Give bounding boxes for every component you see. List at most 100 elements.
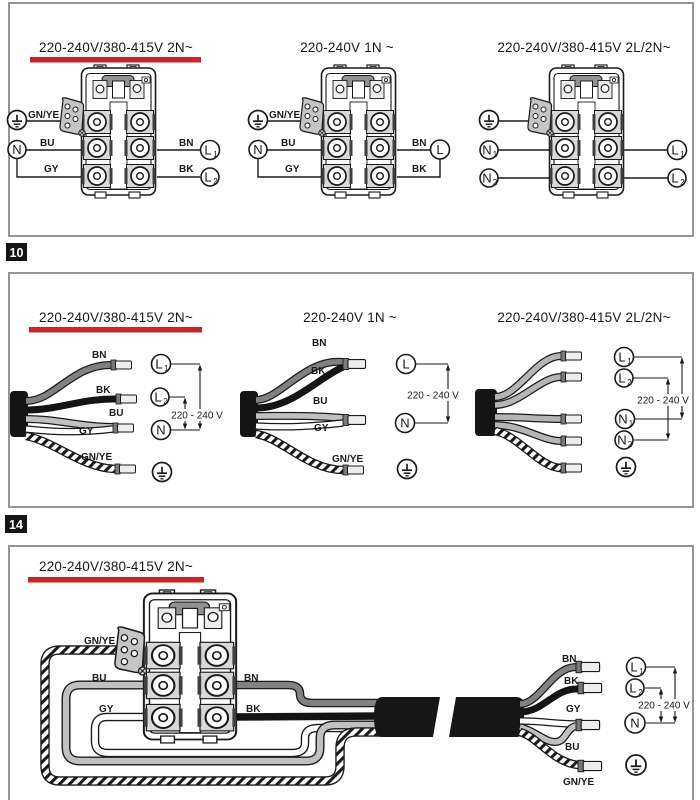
terminal-l1: L	[630, 660, 637, 675]
cable-wires	[255, 357, 345, 475]
fan-label-gy: GY	[566, 704, 581, 715]
svg-text:1: 1	[493, 150, 498, 159]
earth-terminal	[615, 456, 637, 478]
cable-wires	[493, 352, 562, 473]
red-underline	[28, 577, 204, 583]
terminal-l1: L	[155, 357, 162, 372]
cable-sheath	[10, 391, 28, 437]
earth-terminal	[625, 754, 647, 776]
wire-label-bn: BN	[244, 673, 258, 684]
voltage-range-label: 220 - 240 V	[638, 701, 690, 712]
terminal-l1: L	[671, 143, 678, 158]
wire-label-gy: GY	[79, 426, 94, 437]
diagram-title: 220-240V 1N ~	[300, 40, 394, 55]
earth-terminal	[396, 458, 418, 480]
terminal-n2: N	[482, 171, 491, 186]
voltage-range-label: 220 - 240 V	[637, 396, 689, 407]
wire-label-bn: BN	[312, 338, 326, 349]
wire-label-gnye: GN/YE	[84, 636, 115, 647]
svg-text:2: 2	[638, 688, 643, 697]
looped-wires	[40, 645, 384, 786]
terminal-l1: L	[204, 143, 211, 158]
fan-label-gnye: GN/YE	[563, 777, 594, 788]
wire-label-bu: BU	[92, 673, 106, 684]
wire-label-bu: BU	[40, 138, 54, 149]
figure-badge-10: 10	[6, 243, 27, 261]
terminal-l2: L	[671, 171, 678, 186]
terminal-l: L	[402, 357, 409, 372]
wire-label-bn: BN	[412, 138, 426, 149]
wire-label-bk: BK	[179, 164, 194, 175]
dimension-lines: 220 - 240 V	[169, 363, 223, 431]
diagram-title: 220-240V 1N ~	[303, 310, 397, 325]
terminal-l1: L	[618, 350, 625, 365]
terminal-l2: L	[629, 681, 636, 696]
diagram-title: 220-240V/380-415V 2N~	[39, 310, 193, 325]
diagram-block-2n: 220-240V/380-415V 2N~ N L 1 L 2 GN/YE BU…	[6, 40, 221, 199]
terminal-n: N	[253, 142, 262, 157]
cable-wires	[25, 360, 118, 474]
figure-badge-14: 14	[5, 515, 27, 533]
diagram-title: 220-240V/380-415V 2N~	[39, 40, 193, 55]
terminal-l2: L	[154, 390, 161, 405]
wire-label-bu: BU	[109, 408, 123, 419]
earth-terminal	[478, 109, 500, 131]
voltage-range-label: 220 - 240 V	[407, 391, 459, 402]
terminal-n1: N	[618, 412, 627, 427]
wire-label-gy: GY	[285, 164, 300, 175]
diagram-title: 220-240V/380-415V 2L/2N~	[497, 40, 670, 55]
cable-fanout-wires	[518, 663, 579, 770]
wire-label-gnye: GN/YE	[81, 452, 112, 463]
diagram-block-2l2n: 220-240V/380-415V 2L/2N~ N 1 N 2 L 1 L 2	[478, 40, 688, 199]
svg-text:1: 1	[680, 150, 685, 159]
diagram-folded-2n: 220-240V/380-415V 2N~	[28, 559, 691, 788]
terminal-n: N	[400, 416, 409, 431]
dimension-lines: 220 - 240 V	[407, 363, 461, 424]
terminal-n1: N	[482, 143, 491, 158]
badge-14-label: 14	[9, 518, 23, 532]
terminal-n: N	[630, 716, 639, 731]
cable-sheath	[240, 391, 258, 437]
fan-label-bk: BK	[564, 676, 579, 687]
terminal-l: L	[436, 142, 443, 157]
svg-text:1: 1	[213, 150, 218, 159]
wire-label-bk: BK	[96, 385, 111, 396]
svg-text:2: 2	[627, 378, 632, 387]
dimension-lines: 220 - 240 V	[638, 666, 691, 724]
diagram-cable-1n: 220-240V 1N ~ BN BK BU GY GN/YE 220 - 24…	[240, 310, 461, 480]
diagram-title: 220-240V/380-415V 2N~	[39, 559, 193, 574]
wire-label-bk: BK	[311, 366, 326, 377]
wire-label-gy: GY	[99, 704, 114, 715]
terminal-l2: L	[618, 371, 625, 386]
earth-terminal	[6, 109, 28, 131]
earth-terminal	[151, 461, 173, 483]
svg-text:2: 2	[493, 178, 498, 187]
diagram-cable-2l2n: 220-240V/380-415V 2L/2N~ 220 - 240 V	[475, 310, 691, 478]
red-underline	[29, 327, 202, 333]
wire-label-gy: GY	[44, 164, 59, 175]
wire-label-gy: GY	[314, 423, 329, 434]
terminal-l2: L	[204, 170, 211, 185]
fan-label-bn: BN	[562, 654, 576, 665]
wire-label-bu: BU	[281, 138, 295, 149]
dimension-lines: 220 - 240 V	[633, 356, 691, 441]
wire-label-bn: BN	[179, 138, 193, 149]
diagram-block-1n: 220-240V 1N ~ N L GN/YE BU GY BN BK	[247, 40, 451, 199]
diagram-cable-2n: 220-240V/380-415V 2N~ BN BK BU GY GN/YE	[10, 310, 223, 483]
svg-text:1: 1	[639, 667, 644, 676]
diagram-title: 220-240V/380-415V 2L/2N~	[497, 310, 670, 325]
red-underline	[30, 57, 201, 63]
mains-cable	[374, 697, 524, 737]
svg-text:2: 2	[628, 440, 633, 449]
wire-label-bn: BN	[92, 350, 106, 361]
badge-10-label: 10	[10, 246, 24, 260]
svg-text:2: 2	[680, 178, 685, 187]
svg-text:2: 2	[163, 397, 168, 406]
direct-wires	[232, 680, 387, 721]
svg-text:2: 2	[213, 177, 218, 186]
wire-label-bu: BU	[313, 396, 327, 407]
wire-label-bk: BK	[412, 164, 427, 175]
wire-label-gnye: GN/YE	[28, 110, 59, 121]
